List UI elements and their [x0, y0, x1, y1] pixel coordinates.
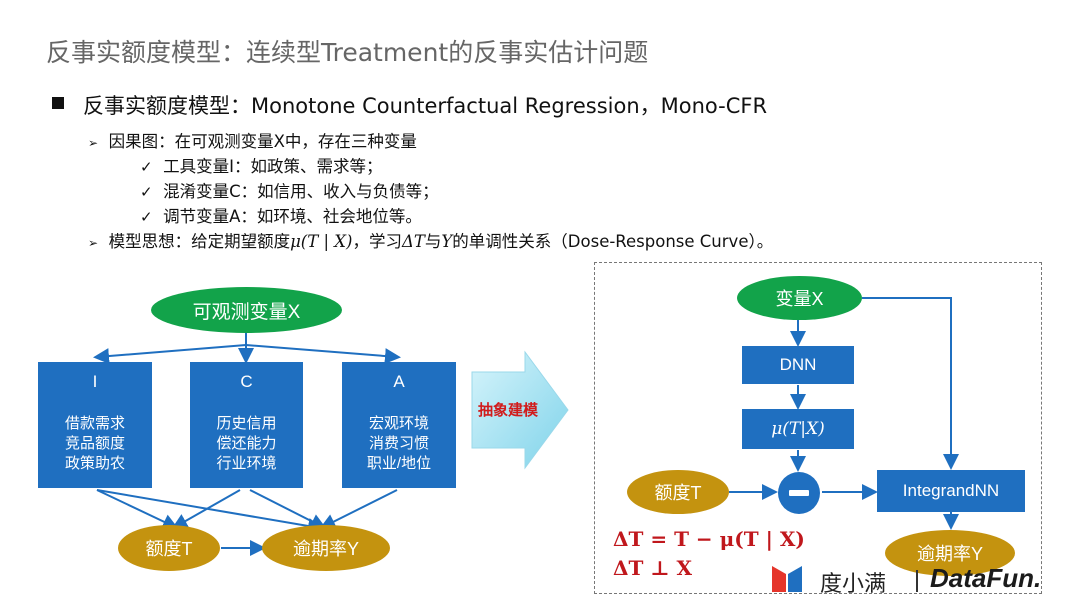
- arrow-bullet-icon: ➢: [88, 136, 99, 150]
- box-line: 行业环境: [216, 455, 277, 472]
- confounder-variable-box: C 历史信用 偿还能力 行业环境: [190, 362, 303, 488]
- causal-graph-label: 因果图：在可观测变量X中，存在三种变量: [108, 132, 417, 151]
- observable-x-node: 可观测变量X: [151, 287, 342, 333]
- causal-graph-bullet: ➢ 因果图：在可观测变量X中，存在三种变量: [88, 128, 417, 152]
- overdue-y-node: 逾期率Y: [262, 525, 390, 571]
- instrument-variable-box: I 借款需求 竞品额度 政策助农: [38, 362, 152, 488]
- arrow-bullet-icon: ➢: [88, 236, 99, 250]
- box-line: 偿还能力: [216, 435, 277, 452]
- mu-expression: μ(T | X): [290, 232, 353, 251]
- check-icon: ✓: [140, 183, 153, 201]
- model-idea-text: 的单调性关系（Dose-Response Curve）。: [452, 232, 774, 251]
- box-head: A: [393, 372, 405, 391]
- variable-x-node: 变量X: [737, 276, 862, 320]
- logo-divider: [916, 570, 918, 592]
- box-line: 竞品额度: [64, 435, 125, 452]
- box-line: 消费习惯: [368, 435, 429, 452]
- right-credit-t-node: 额度T: [627, 470, 729, 514]
- list-item-text: 调节变量A：如环境、社会地位等。: [163, 207, 422, 226]
- box-line: 政策助农: [64, 455, 125, 472]
- model-idea-bullet: ➢ 模型思想：给定期望额度μ(T | X)，学习ΔT与Y的单调性关系（Dose-…: [88, 228, 773, 252]
- list-item: ✓ 混淆变量C：如信用、收入与负债等；: [140, 178, 439, 202]
- delta-t-symbol: ΔT: [401, 232, 425, 251]
- abstraction-arrow-shape: [471, 350, 569, 470]
- right-overdue-y-node: 逾期率Y: [885, 530, 1015, 576]
- dnn-box: DNN: [742, 346, 854, 384]
- integrand-nn-box: IntegrandNN: [877, 470, 1025, 512]
- mu-box: μ(T|X): [742, 409, 854, 449]
- list-item: ✓ 工具变量I：如政策、需求等；: [140, 153, 382, 177]
- duxiaoman-logo-icon: [772, 566, 802, 592]
- box-line: 宏观环境: [368, 415, 429, 432]
- brand-duxiaoman: 度小满: [820, 571, 887, 596]
- list-item: ✓ 调节变量A：如环境、社会地位等。: [140, 203, 422, 227]
- minus-operator-icon: [778, 472, 820, 514]
- box-line: 历史信用: [216, 415, 277, 432]
- abstraction-frame: [594, 262, 1042, 594]
- abstraction-label: 抽象建模: [478, 402, 539, 419]
- check-icon: ✓: [140, 208, 153, 226]
- check-icon: ✓: [140, 158, 153, 176]
- delta-t-formula: ΔT = T − μ(T | X): [613, 527, 805, 551]
- box-line: 借款需求: [64, 415, 125, 432]
- bullet-square-icon: [52, 97, 64, 109]
- list-item-text: 工具变量I：如政策、需求等；: [163, 157, 383, 176]
- box-line: 职业/地位: [366, 455, 432, 472]
- independence-formula: ΔT ⊥ X: [613, 556, 693, 580]
- model-idea-text: ，学习: [352, 232, 402, 251]
- page-title: 反事实额度模型：连续型Treatment的反事实估计问题: [46, 38, 649, 67]
- left-diagram-arrows: [93, 331, 401, 556]
- y-symbol: Y: [441, 232, 453, 251]
- adjustment-variable-box: A 宏观环境 消费习惯 职业/地位: [342, 362, 456, 488]
- credit-t-node: 额度T: [118, 525, 220, 571]
- brand-datafun: DataFun.: [930, 563, 1042, 593]
- main-bullet-text: 反事实额度模型：Monotone Counterfactual Regressi…: [83, 94, 768, 118]
- model-idea-text: 模型思想：给定期望额度: [108, 232, 291, 251]
- box-head: I: [92, 372, 98, 391]
- right-diagram-arrows: [729, 297, 959, 530]
- box-head: C: [240, 372, 253, 391]
- list-item-text: 混淆变量C：如信用、收入与负债等；: [163, 182, 439, 201]
- model-idea-text: 与: [424, 232, 442, 251]
